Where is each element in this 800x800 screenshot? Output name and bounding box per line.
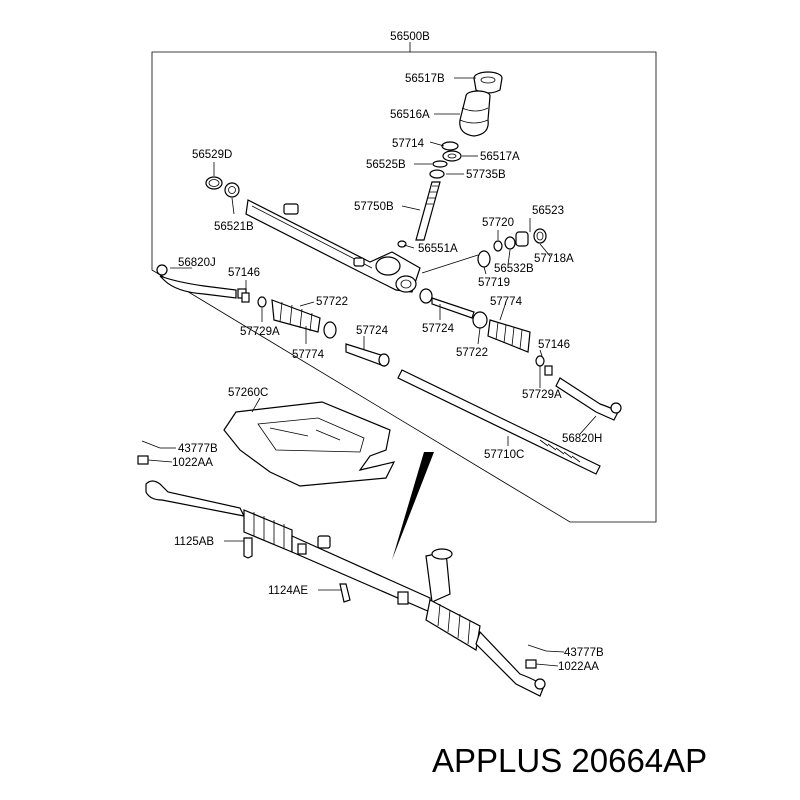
label-56516a: 56516A	[390, 109, 430, 121]
label-56521b: 56521B	[214, 221, 254, 233]
label-1022aa-top: 1022AA	[172, 457, 213, 469]
label-57720: 57720	[482, 217, 514, 229]
label-57735b: 57735B	[466, 169, 506, 181]
label-57722-left: 57722	[316, 296, 348, 308]
bushing-56521b	[224, 182, 240, 198]
label-56529d: 56529D	[192, 149, 232, 161]
label-57710c: 57710C	[484, 449, 524, 461]
label-56523: 56523	[532, 205, 564, 217]
label-56525b: 56525B	[366, 159, 406, 171]
rack-bar	[397, 369, 601, 475]
label-57729a-left: 57729A	[240, 326, 280, 338]
tie-rod-end-right	[555, 377, 622, 421]
label-57260c: 57260C	[228, 387, 268, 399]
pinion-snap-ring	[429, 160, 448, 179]
heat-shield	[223, 401, 396, 487]
label-56517a: 56517A	[480, 151, 520, 163]
inner-tie-rod-right	[419, 288, 475, 319]
label-57774-left: 57774	[292, 349, 325, 361]
bolt-1125ab	[243, 537, 253, 559]
label-57750b: 57750B	[354, 201, 394, 213]
label-1022aa-bottom: 1022AA	[558, 661, 599, 673]
inner-tie-rod-left	[345, 343, 390, 367]
label-43777b-bottom: 43777B	[564, 647, 604, 659]
o-ring-56529d	[205, 176, 223, 190]
castle-nut-top	[137, 455, 149, 465]
leader-lines	[147, 77, 597, 667]
yoke-parts	[477, 228, 547, 268]
nut-57146-left	[241, 292, 250, 303]
label-57146-right: 57146	[538, 339, 570, 351]
boot-cap	[473, 71, 503, 94]
assembly-arrow	[392, 452, 434, 560]
split-pin-bottom	[527, 644, 547, 652]
label-56517b: 56517B	[405, 73, 445, 85]
pinion-seal	[441, 141, 462, 162]
nut-57146-right	[544, 365, 553, 376]
pinion-shaft	[397, 181, 441, 248]
label-1125ab: 1125AB	[174, 536, 214, 548]
bellows-right	[487, 319, 531, 353]
castle-nut-bottom	[525, 659, 537, 669]
label-56820j: 56820J	[178, 257, 216, 269]
label-57724-left: 57724	[356, 325, 389, 337]
label-57719: 57719	[478, 277, 510, 289]
pinion-boot	[459, 90, 491, 137]
label-57722-right: 57722	[456, 347, 488, 359]
label-57729a-right: 57729A	[522, 389, 562, 401]
label-56551a: 56551A	[418, 243, 458, 255]
clip-57729a-right	[535, 355, 545, 367]
label-57714: 57714	[392, 138, 425, 150]
clamp-57722-left	[323, 321, 337, 339]
rack-housing	[245, 199, 421, 293]
assembled-rack	[145, 480, 546, 697]
label-1124ae: 1124AE	[268, 585, 308, 597]
label-57146-left: 57146	[228, 267, 260, 279]
label-57724-right: 57724	[422, 323, 455, 335]
label-43777b-top: 43777B	[178, 443, 218, 455]
split-pin-top	[141, 440, 161, 449]
label-57718a: 57718A	[534, 253, 574, 265]
bellows-left	[271, 299, 321, 333]
bolt-1124ae	[339, 583, 351, 603]
label-57774-right: 57774	[490, 296, 523, 308]
clip-57729a-left	[257, 296, 267, 308]
brand-text: APPLUS 20664AP	[432, 742, 707, 779]
clamp-57722-right	[472, 311, 488, 329]
assembly-frame	[151, 42, 657, 523]
label-56820h: 56820H	[562, 433, 602, 445]
label-56532b: 56532B	[494, 263, 534, 275]
assembly-label: 56500B	[390, 31, 430, 43]
